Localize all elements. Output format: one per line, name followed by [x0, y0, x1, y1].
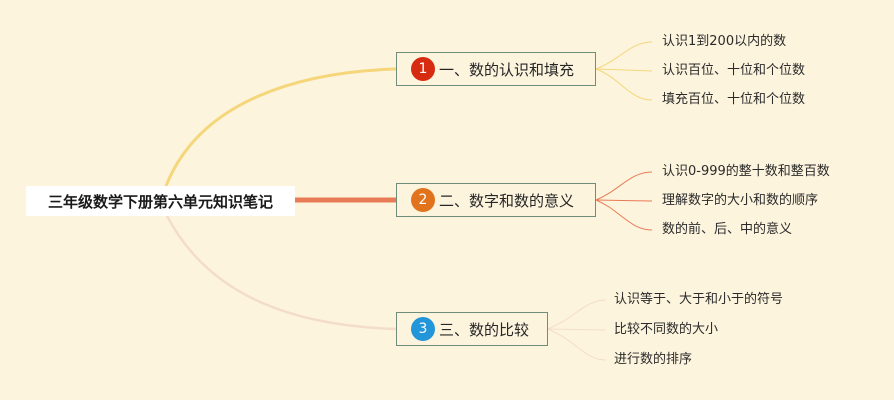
root-topic-label: 三年级数学下册第六单元知识笔记	[47, 192, 273, 211]
subtopic-item[interactable]: 数的前、后、中的意义	[662, 222, 793, 237]
branch-topic-1[interactable]: 1 一、数的认识和填充	[396, 52, 596, 86]
connector-branch-1	[164, 67, 397, 187]
subtopic-item[interactable]: 填充百位、十位和个位数	[662, 92, 806, 107]
connector-leaf	[547, 299, 607, 330]
connector-leaf	[595, 171, 653, 201]
connector-leaf	[595, 199, 653, 231]
connector-leaf	[595, 68, 653, 72]
branch-topic-2[interactable]: 2 二、数字和数的意义	[396, 183, 596, 217]
branch-topic-label: 二、数字和数的意义	[439, 191, 575, 210]
connector-branch-3	[164, 213, 397, 331]
subtopic-item[interactable]: 认识等于、大于和小于的符号	[614, 292, 784, 307]
connector-leaf	[595, 199, 653, 202]
branch-topic-label: 一、数的认识和填充	[439, 60, 575, 79]
subtopic-item[interactable]: 理解数字的大小和数的顺序	[662, 193, 819, 208]
connector-leaf	[595, 41, 653, 70]
connector-leaf	[595, 68, 653, 101]
connector-leaf	[547, 328, 607, 361]
branch-topic-3[interactable]: 3 三、数的比较	[396, 312, 548, 346]
subtopic-item[interactable]: 认识0-999的整十数和整百数	[662, 164, 830, 179]
branch-topic-label: 三、数的比较	[439, 320, 530, 339]
number-badge-icon: 1	[411, 57, 435, 81]
connector-leaf	[547, 328, 607, 331]
root-topic[interactable]: 三年级数学下册第六单元知识笔记	[26, 186, 295, 216]
subtopic-item[interactable]: 进行数的排序	[614, 352, 693, 367]
subtopic-item[interactable]: 认识百位、十位和个位数	[662, 63, 806, 78]
number-badge-icon: 3	[411, 317, 435, 341]
subtopic-item[interactable]: 比较不同数的大小	[614, 322, 719, 337]
number-badge-icon: 2	[411, 188, 435, 212]
subtopic-item[interactable]: 认识1到200以内的数	[662, 34, 787, 49]
